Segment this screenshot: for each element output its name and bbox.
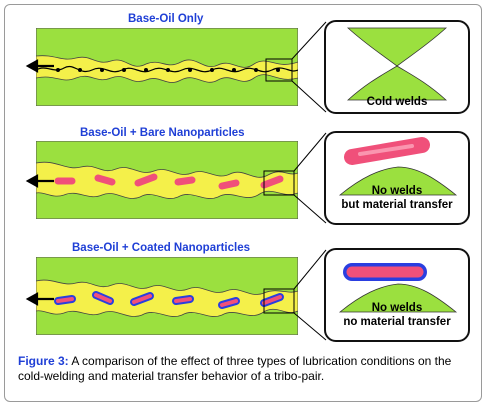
zoom-label-line: but material transfer <box>341 199 453 211</box>
tribo-pair-strip-coated-nanoparticles <box>36 257 298 335</box>
panel-title-bare-nanoparticles: Base-Oil + Bare Nanoparticles <box>80 127 245 139</box>
caption-label: Figure 3: <box>18 354 69 368</box>
panel-title-coated-nanoparticles: Base-Oil + Coated Nanoparticles <box>72 242 250 254</box>
no-material-transfer-graphic <box>338 263 458 313</box>
zoom-box-no-material-transfer: No welds no material transfer <box>324 248 470 342</box>
zoom-label-line: Cold welds <box>366 96 428 108</box>
zoom-label-line: No welds <box>371 302 423 314</box>
zoom-label-line: no material transfer <box>343 316 451 328</box>
zoom-box-material-transfer: No welds but material transfer <box>324 131 470 225</box>
bare-nanoparticle-strip-graphic <box>36 141 298 219</box>
coated-nanoparticle-strip-graphic <box>36 257 298 335</box>
tribo-pair-strip-base-oil <box>36 28 298 106</box>
tribo-pair-strip-bare-nanoparticles <box>36 141 298 219</box>
caption-text: A comparison of the effect of three type… <box>18 354 452 383</box>
zoom-box-cold-welds: Cold welds <box>324 20 470 114</box>
base-oil-strip-graphic <box>36 28 298 106</box>
panel-title-base-oil: Base-Oil Only <box>128 13 204 25</box>
cold-weld-graphic <box>346 27 448 101</box>
figure-caption: Figure 3: A comparison of the effect of … <box>18 354 474 384</box>
zoom-label-line: No welds <box>371 185 423 197</box>
material-transfer-graphic <box>338 137 458 196</box>
